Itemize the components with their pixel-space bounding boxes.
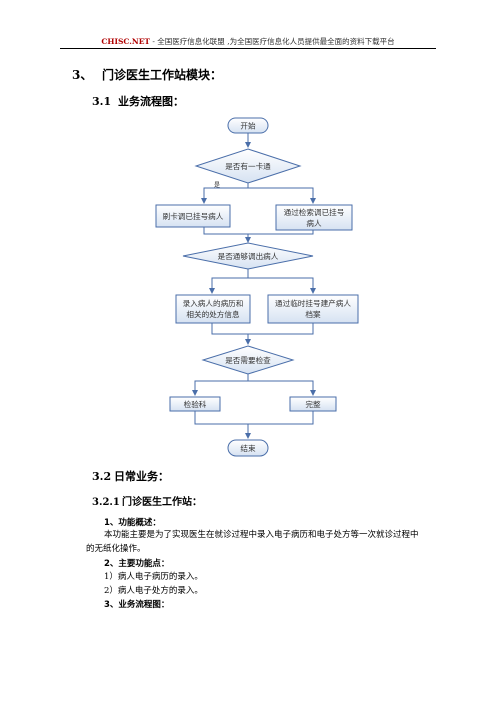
flowchart-connectors [192, 133, 316, 439]
flow-end-node: 结束 [227, 439, 269, 457]
subsection-daily-number: 3.2 [92, 470, 112, 483]
flow-box-done-label: 完整 [305, 399, 321, 409]
header-rule [60, 48, 436, 49]
overview-text: 本功能主要是为了实现医生在就诊过程中录入电子病历和电子处方等一次就诊过程中的无纸… [86, 530, 419, 554]
flow-box-record-line2: 相关的处方信息 [186, 309, 240, 319]
point-1: 1）病人电子病历的录入。 [104, 572, 203, 582]
header-site: CHISC.NET [101, 37, 150, 46]
flow-box-temp-register: 通过临时挂号建产病人 档案 [267, 294, 359, 324]
flow-box-lab-label: 检验科 [184, 399, 207, 409]
flow-box-record: 录入病人的病历和 相关的处方信息 [175, 294, 251, 324]
flow-box-search-line2: 病人 [306, 218, 322, 228]
flow-decision-card: 是否有一卡通 [194, 148, 302, 184]
subsection-daily-title: 日常业务： [114, 470, 169, 483]
flow-decision-retrieve: 是否通够调出病人 [182, 242, 314, 270]
flow-start-node: 开始 [227, 117, 269, 134]
subsection-flow-heading: 3.1 业务流程图： [92, 93, 184, 109]
header-tagline: - 全国医疗信息化联盟 ,为全国医疗信息化人员提供最全面的资料下载平台 [152, 37, 395, 46]
overview-label: 1、功能概述： [104, 518, 161, 528]
flow-end-label: 结束 [240, 443, 256, 453]
flow-yes-label: 是 [214, 182, 220, 189]
flow-decision-card-label: 是否有一卡通 [225, 161, 271, 171]
page-header: CHISC.NET - 全国医疗信息化联盟 ,为全国医疗信息化人员提供最全面的资… [60, 36, 436, 47]
section-heading: 3、门诊医生工作站模块： [72, 66, 222, 83]
section-number: 3、 [72, 68, 93, 82]
section-title: 门诊医生工作站模块： [102, 68, 223, 82]
subsection-flow-title: 业务流程图： [118, 95, 184, 108]
flow-box-temp-register-line2: 档案 [305, 309, 321, 319]
flow-decision-exam-label: 是否需要检查 [225, 355, 271, 365]
flow-start-label: 开始 [240, 121, 256, 131]
flowchart: 开始 是否有一卡通 是 刷卡调已挂号病人 通过检索调已挂号 病人 是否通够调出病… [155, 117, 359, 457]
subsection-flow-number: 3.1 [92, 95, 112, 108]
flow-box-card-swipe-label: 刷卡调已挂号病人 [163, 211, 224, 221]
flow-box-search-line1: 通过检索调已挂号 [284, 207, 345, 217]
flow-box-done: 完整 [289, 396, 337, 412]
flow-box-temp-register-line1: 通过临时挂号建产病人 [275, 298, 351, 308]
point-2: 2）病人电子处方的录入。 [104, 586, 203, 596]
flow-box-record-line1: 录入病人的病历和 [183, 298, 244, 308]
subsubsection-title: 门诊医生工作站： [122, 497, 202, 508]
flow-box-card-swipe: 刷卡调已挂号病人 [155, 204, 231, 228]
flow-decision-exam: 是否需要检查 [201, 345, 295, 375]
flow-box-search: 通过检索调已挂号 病人 [275, 204, 353, 231]
subsubsection-number: 3.2.1 [92, 497, 120, 508]
flow-label: 3、业务流程图： [104, 600, 170, 610]
points-label: 2、主要功能点： [104, 559, 170, 569]
flow-box-lab: 检验科 [169, 396, 221, 412]
flow-decision-retrieve-label: 是否通够调出病人 [218, 251, 279, 261]
